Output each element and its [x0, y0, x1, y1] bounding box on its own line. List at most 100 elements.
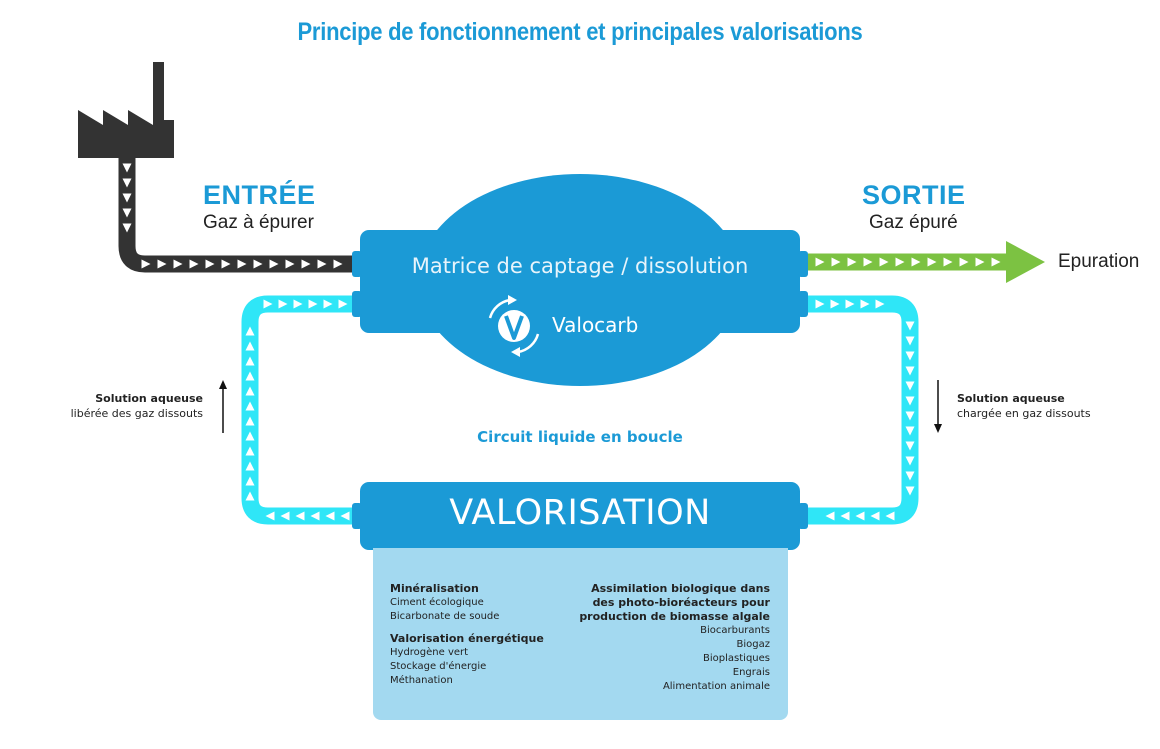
- biologique-title-line: Assimilation biologique dans: [591, 582, 770, 595]
- flow-arrow-icon: [323, 299, 333, 309]
- flow-arrow-icon: [927, 257, 937, 267]
- flow-arrow-icon: [875, 299, 885, 309]
- flow-arrow-icon: [295, 511, 305, 521]
- flow-arrow-icon: [333, 259, 343, 269]
- sortie-label: SORTIE: [862, 180, 966, 210]
- biologique-title-line: production de biomasse algale: [579, 610, 770, 623]
- flow-arrow-icon: [905, 336, 915, 346]
- flow-arrow-icon: [245, 476, 255, 486]
- flow-arrow-icon: [310, 511, 320, 521]
- flow-arrow-icon: [845, 299, 855, 309]
- flow-arrow-icon: [340, 511, 350, 521]
- flow-arrow-icon: [905, 426, 915, 436]
- flow-arrow-icon: [317, 259, 327, 269]
- flow-arrow-icon: [269, 259, 279, 269]
- flow-arrow-icon: [245, 356, 255, 366]
- flow-arrow-icon: [855, 511, 865, 521]
- flow-arrow-icon: [991, 257, 1001, 267]
- flow-arrow-icon: [308, 299, 318, 309]
- flow-arrow-icon: [959, 257, 969, 267]
- flow-arrow-icon: [895, 257, 905, 267]
- list-item: Biogaz: [736, 639, 770, 650]
- list-item: Biocarburants: [700, 625, 770, 636]
- flow-arrow-icon: [830, 299, 840, 309]
- valorisation-unit: [352, 482, 808, 550]
- flow-arrow-icon: [293, 299, 303, 309]
- flow-arrow-icon: [885, 511, 895, 521]
- flow-arrow-icon: [943, 257, 953, 267]
- flow-arrow-icon: [870, 511, 880, 521]
- energetique-title: Valorisation énergétique: [390, 632, 544, 645]
- left-note-text: libérée des gaz dissouts: [70, 407, 203, 420]
- right-note-title: Solution aqueuse: [957, 392, 1065, 405]
- flow-arrow-icon: [253, 259, 263, 269]
- flow-arrow-icon: [141, 259, 151, 269]
- left-note: Solution aqueuse libérée des gaz dissout…: [60, 391, 203, 421]
- flow-arrow-icon: [245, 341, 255, 351]
- up-arrow-icon: [219, 380, 227, 433]
- flow-arrow-icon: [122, 223, 132, 233]
- flow-arrow-icon: [863, 257, 873, 267]
- flow-arrow-icon: [122, 178, 132, 188]
- sortie-sublabel: Gaz épuré: [869, 212, 958, 233]
- list-item: Ciment écologique: [390, 597, 484, 608]
- epuration-label: Epuration: [1058, 251, 1140, 272]
- flow-direction-markers: [122, 163, 1001, 521]
- flow-arrow-icon: [905, 456, 915, 466]
- panel-left-column: Minéralisation Ciment écologique Bicarbo…: [390, 582, 570, 688]
- flow-arrow-icon: [122, 208, 132, 218]
- flow-arrow-icon: [905, 351, 915, 361]
- flow-arrow-icon: [237, 259, 247, 269]
- flow-arrow-icon: [905, 486, 915, 496]
- list-item: Bioplastiques: [703, 653, 770, 664]
- down-arrow-icon: [934, 380, 942, 433]
- factory-icon: [78, 62, 174, 158]
- flow-arrow-icon: [905, 441, 915, 451]
- flow-arrow-icon: [245, 401, 255, 411]
- mineralisation-title: Minéralisation: [390, 582, 479, 595]
- flow-arrow-icon: [122, 163, 132, 173]
- flow-arrow-icon: [911, 257, 921, 267]
- flow-arrow-icon: [301, 259, 311, 269]
- flow-arrow-icon: [245, 386, 255, 396]
- list-item: Hydrogène vert: [390, 647, 469, 658]
- list-item: Bicarbonate de soude: [390, 611, 500, 622]
- flow-arrow-icon: [157, 259, 167, 269]
- flow-arrow-icon: [847, 257, 857, 267]
- entree-sublabel: Gaz à épurer: [203, 212, 314, 233]
- flow-arrow-icon: [173, 259, 183, 269]
- flow-arrow-icon: [905, 396, 915, 406]
- input-gas-pipe: [118, 158, 352, 273]
- flow-arrow-icon: [338, 299, 348, 309]
- flow-arrow-icon: [245, 431, 255, 441]
- page-title: Principe de fonctionnement et principale…: [297, 18, 863, 46]
- flow-arrow-icon: [221, 259, 231, 269]
- flow-arrow-icon: [905, 321, 915, 331]
- flow-arrow-icon: [840, 511, 850, 521]
- flow-arrow-icon: [905, 471, 915, 481]
- flow-arrow-icon: [263, 299, 273, 309]
- valorisation-label: VALORISATION: [449, 493, 711, 533]
- flow-arrow-icon: [245, 461, 255, 471]
- flow-arrow-icon: [325, 511, 335, 521]
- valocarb-logo-icon: [488, 295, 540, 357]
- flow-arrow-icon: [278, 299, 288, 309]
- biologique-title-line: des photo-bioréacteurs pour: [592, 596, 770, 609]
- flow-arrow-icon: [905, 411, 915, 421]
- flow-arrow-icon: [879, 257, 889, 267]
- list-item: Engrais: [732, 667, 770, 678]
- list-item: Méthanation: [390, 675, 453, 686]
- flow-arrow-icon: [815, 257, 825, 267]
- flow-arrow-icon: [831, 257, 841, 267]
- flow-arrow-icon: [245, 446, 255, 456]
- flow-arrow-icon: [285, 259, 295, 269]
- brand-name: Valocarb: [552, 313, 639, 337]
- flow-arrow-icon: [245, 326, 255, 336]
- matrice-label: Matrice de captage / dissolution: [411, 254, 749, 278]
- flow-arrow-icon: [280, 511, 290, 521]
- flow-arrow-icon: [245, 416, 255, 426]
- flow-arrow-icon: [905, 366, 915, 376]
- list-item: Alimentation animale: [662, 681, 770, 692]
- panel-right-column: Assimilation biologique dans des photo-b…: [568, 582, 770, 694]
